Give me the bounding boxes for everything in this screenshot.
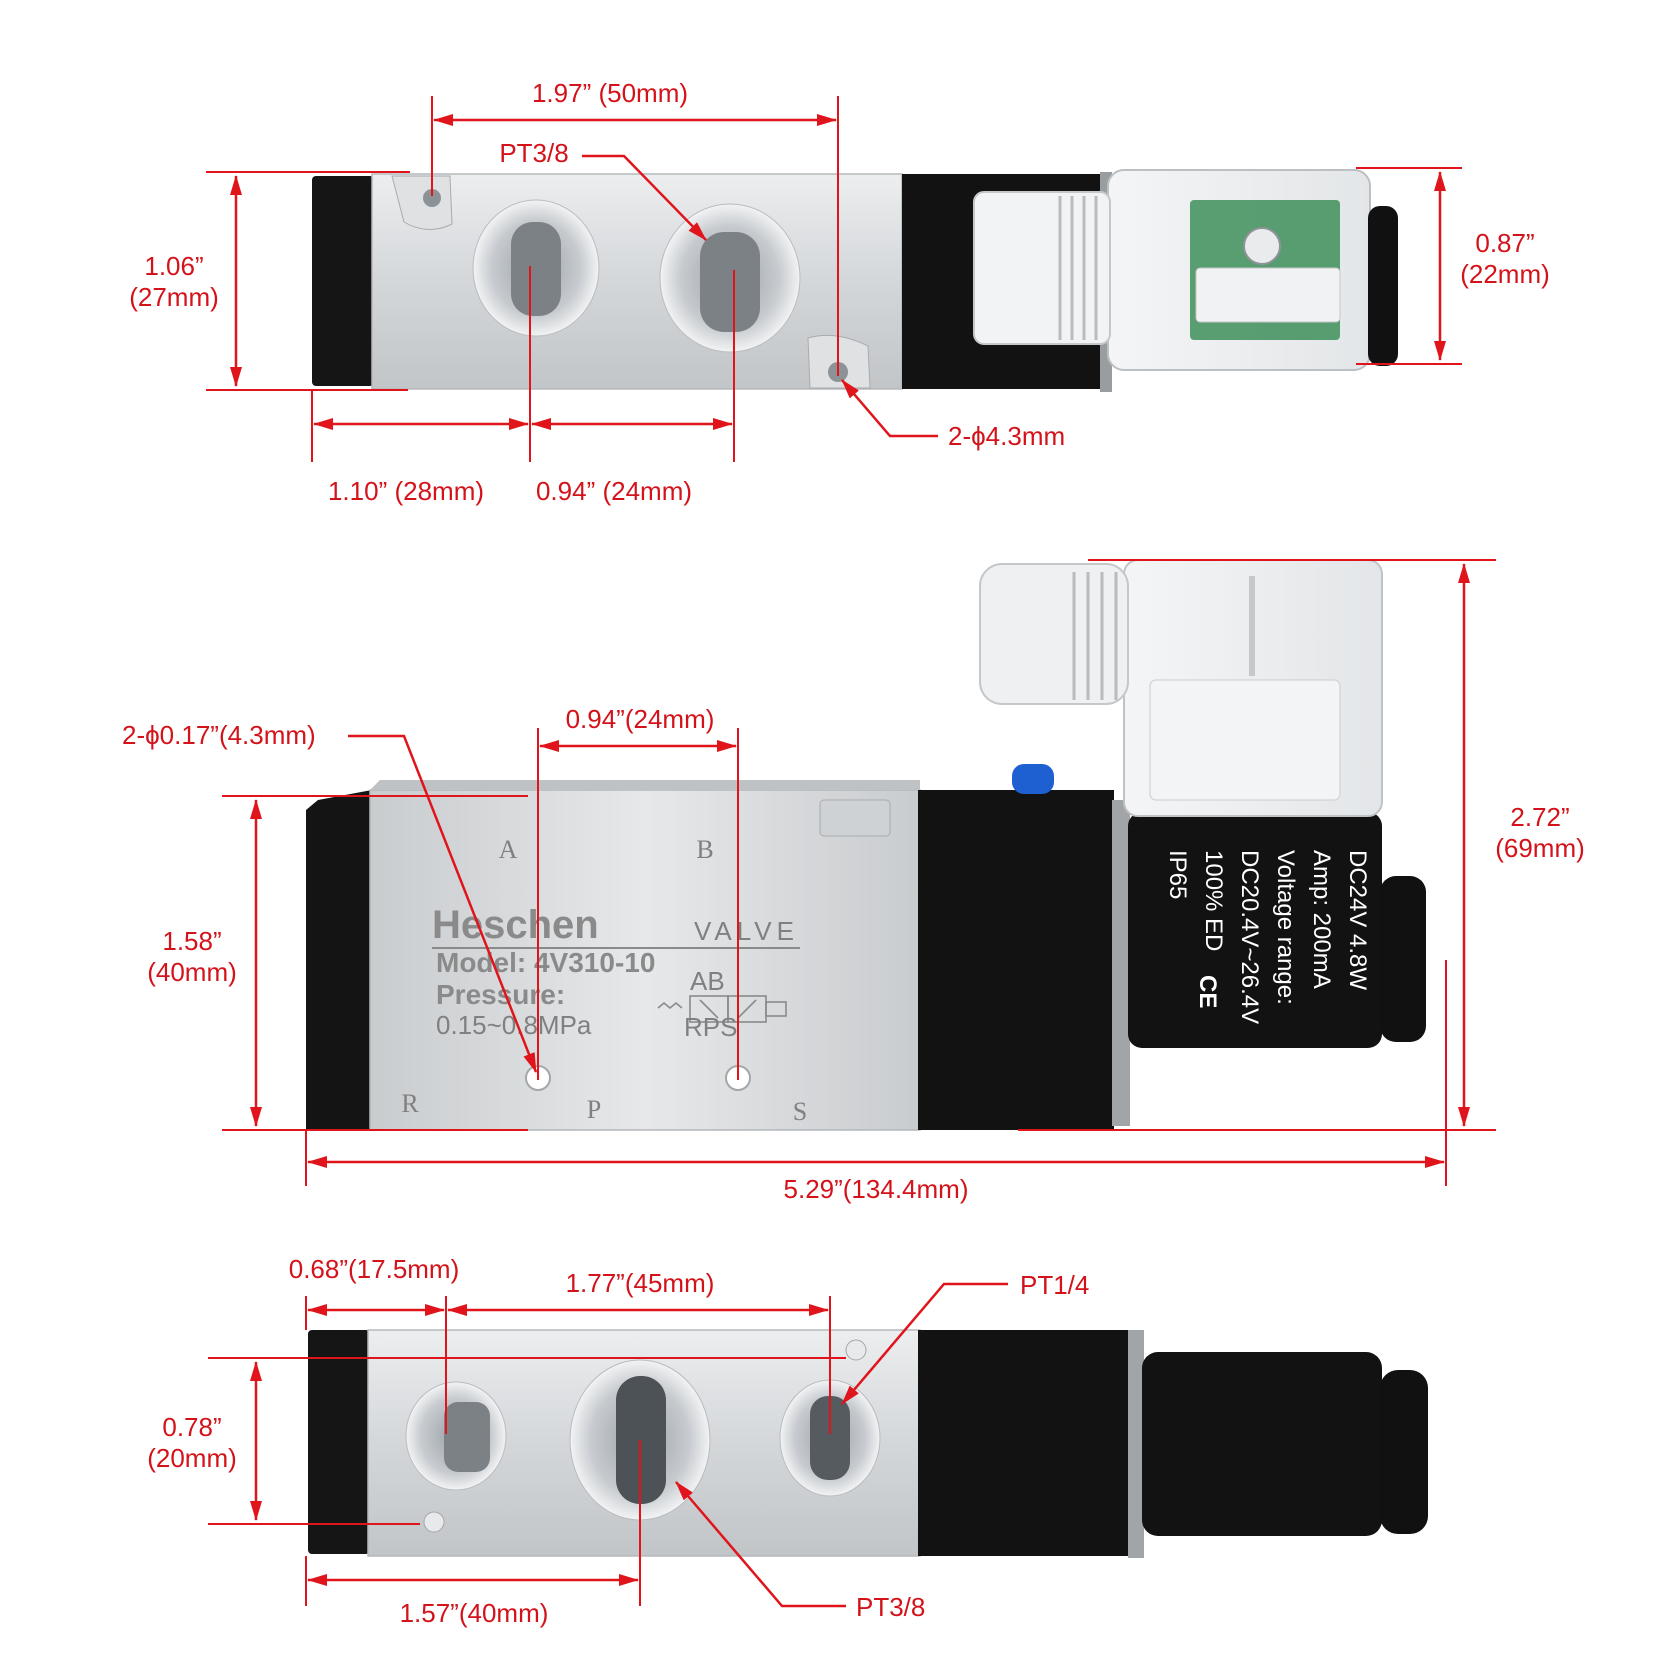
side-solenoid-plate (1112, 800, 1130, 1126)
side-coil-line-5: 100% ED (1200, 850, 1227, 951)
side-view: A B R P S Heschen VALVE Model: 4V310-10 … (306, 559, 1426, 1131)
side-ce-mark: CE (1194, 975, 1221, 1008)
side-connector-terminal (1149, 679, 1341, 801)
side-coil-line-4: DC20.4V~26.4V (1236, 850, 1263, 1024)
top-connector-thread (1058, 196, 1098, 340)
side-model: Model: 4V310-10 (436, 947, 655, 978)
side-coil-line-2: Amp: 200mA (1308, 850, 1335, 989)
side-total-length: 5.29”(134.4mm) (784, 1174, 969, 1204)
side-end-cap (306, 790, 372, 1130)
top-dim-edge-to-port: 1.10” (28mm) (328, 476, 484, 506)
top-view-dimensions: 1.97” (50mm) PT3/8 1.06” (27mm) 0.87” (2… (129, 78, 1550, 506)
top-terminal-screw (1243, 227, 1281, 265)
top-height-mm: (27mm) (129, 282, 219, 312)
bottom-solenoid-housing (918, 1330, 1132, 1556)
side-coil-line-6: IP65 (1164, 850, 1191, 899)
top-coil-height-mm: (22mm) (1460, 259, 1550, 289)
top-mount-ear-left (391, 175, 453, 230)
top-dim-port-to-port: 0.94” (24mm) (536, 476, 692, 506)
bottom-end-cap (308, 1330, 370, 1554)
top-port-1-slot (511, 222, 561, 316)
bottom-height-in: 0.78” (162, 1412, 221, 1442)
bottom-dim-edge-to-center: 1.57”(40mm) (400, 1598, 549, 1628)
side-coil-line-1: DC24V 4.8W (1344, 850, 1371, 990)
side-manual-override (1012, 764, 1054, 794)
bottom-port-thread-small: PT1/4 (1020, 1270, 1089, 1300)
bottom-port-left-slot (444, 1402, 490, 1472)
bottom-height-mm: (20mm) (147, 1443, 237, 1473)
side-valve-symbol (657, 995, 787, 1023)
side-boss (819, 799, 891, 837)
top-port-thread-label: PT3/8 (499, 138, 568, 168)
side-symbol-top: AB (690, 966, 725, 996)
bottom-mount-hole-top (845, 1339, 867, 1361)
side-symbol-bottom: RPS (684, 1012, 737, 1042)
side-brand: Heschen (432, 903, 599, 947)
side-height-in: 1.58” (162, 926, 221, 956)
bottom-port-thread-large: PT3/8 (856, 1592, 925, 1622)
top-mount-hole-left (423, 189, 441, 207)
side-aluminum-body (369, 789, 921, 1131)
top-connector-gland (973, 191, 1111, 345)
top-coil-height-in: 0.87” (1475, 228, 1534, 258)
side-coil-gland (1380, 876, 1426, 1042)
bottom-dim-edge-to-port: 0.68”(17.5mm) (289, 1254, 460, 1284)
bottom-view-dimensions: 0.68”(17.5mm) 1.77”(45mm) PT1/4 0.78” (2… (147, 1254, 1089, 1628)
top-dim-port-spacing: 1.97” (50mm) (532, 78, 688, 108)
side-valve-word: VALVE (694, 916, 799, 946)
side-coil-line-3: Voltage range: (1272, 850, 1299, 1005)
top-height-in: 1.06” (144, 251, 203, 281)
bottom-coil (1142, 1352, 1382, 1536)
side-port-B: B (696, 835, 713, 864)
top-end-cap (312, 176, 374, 386)
top-mount-holes-label: 2-ϕ4.3mm (948, 421, 1065, 451)
side-dim-hole-spacing: 0.94”(24mm) (566, 704, 715, 734)
side-hole-spec-label: 2-ϕ0.17”(4.3mm) (122, 720, 316, 750)
side-connector-gland (979, 563, 1129, 705)
bottom-dim-port-spacing: 1.77”(45mm) (566, 1268, 715, 1298)
bottom-view (308, 1329, 1428, 1558)
top-port-2-slot (700, 232, 760, 332)
side-total-height-mm: (69mm) (1495, 833, 1585, 863)
side-coil (1128, 812, 1382, 1048)
side-view-dimensions: 2-ϕ0.17”(4.3mm) 0.94”(24mm) 1.58” (40mm)… (122, 559, 1585, 1204)
bottom-coil-gland (1380, 1370, 1428, 1534)
side-port-R: R (401, 1089, 419, 1118)
side-port-P: P (587, 1095, 601, 1124)
side-solenoid-housing (918, 790, 1114, 1130)
top-view (312, 169, 1398, 392)
side-top-chamfer (370, 780, 920, 790)
bottom-mount-hole-bottom (423, 1511, 445, 1533)
side-total-height-in: 2.72” (1510, 802, 1569, 832)
top-coil-end-ring (1368, 206, 1398, 366)
side-height-mm: (40mm) (147, 957, 237, 987)
side-port-A: A (499, 835, 518, 864)
side-port-S: S (793, 1097, 807, 1126)
top-terminal-block (1195, 267, 1341, 323)
bottom-solenoid-plate (1128, 1330, 1144, 1558)
bottom-port-right-slot (810, 1396, 850, 1480)
side-connector-thread (1072, 572, 1118, 700)
